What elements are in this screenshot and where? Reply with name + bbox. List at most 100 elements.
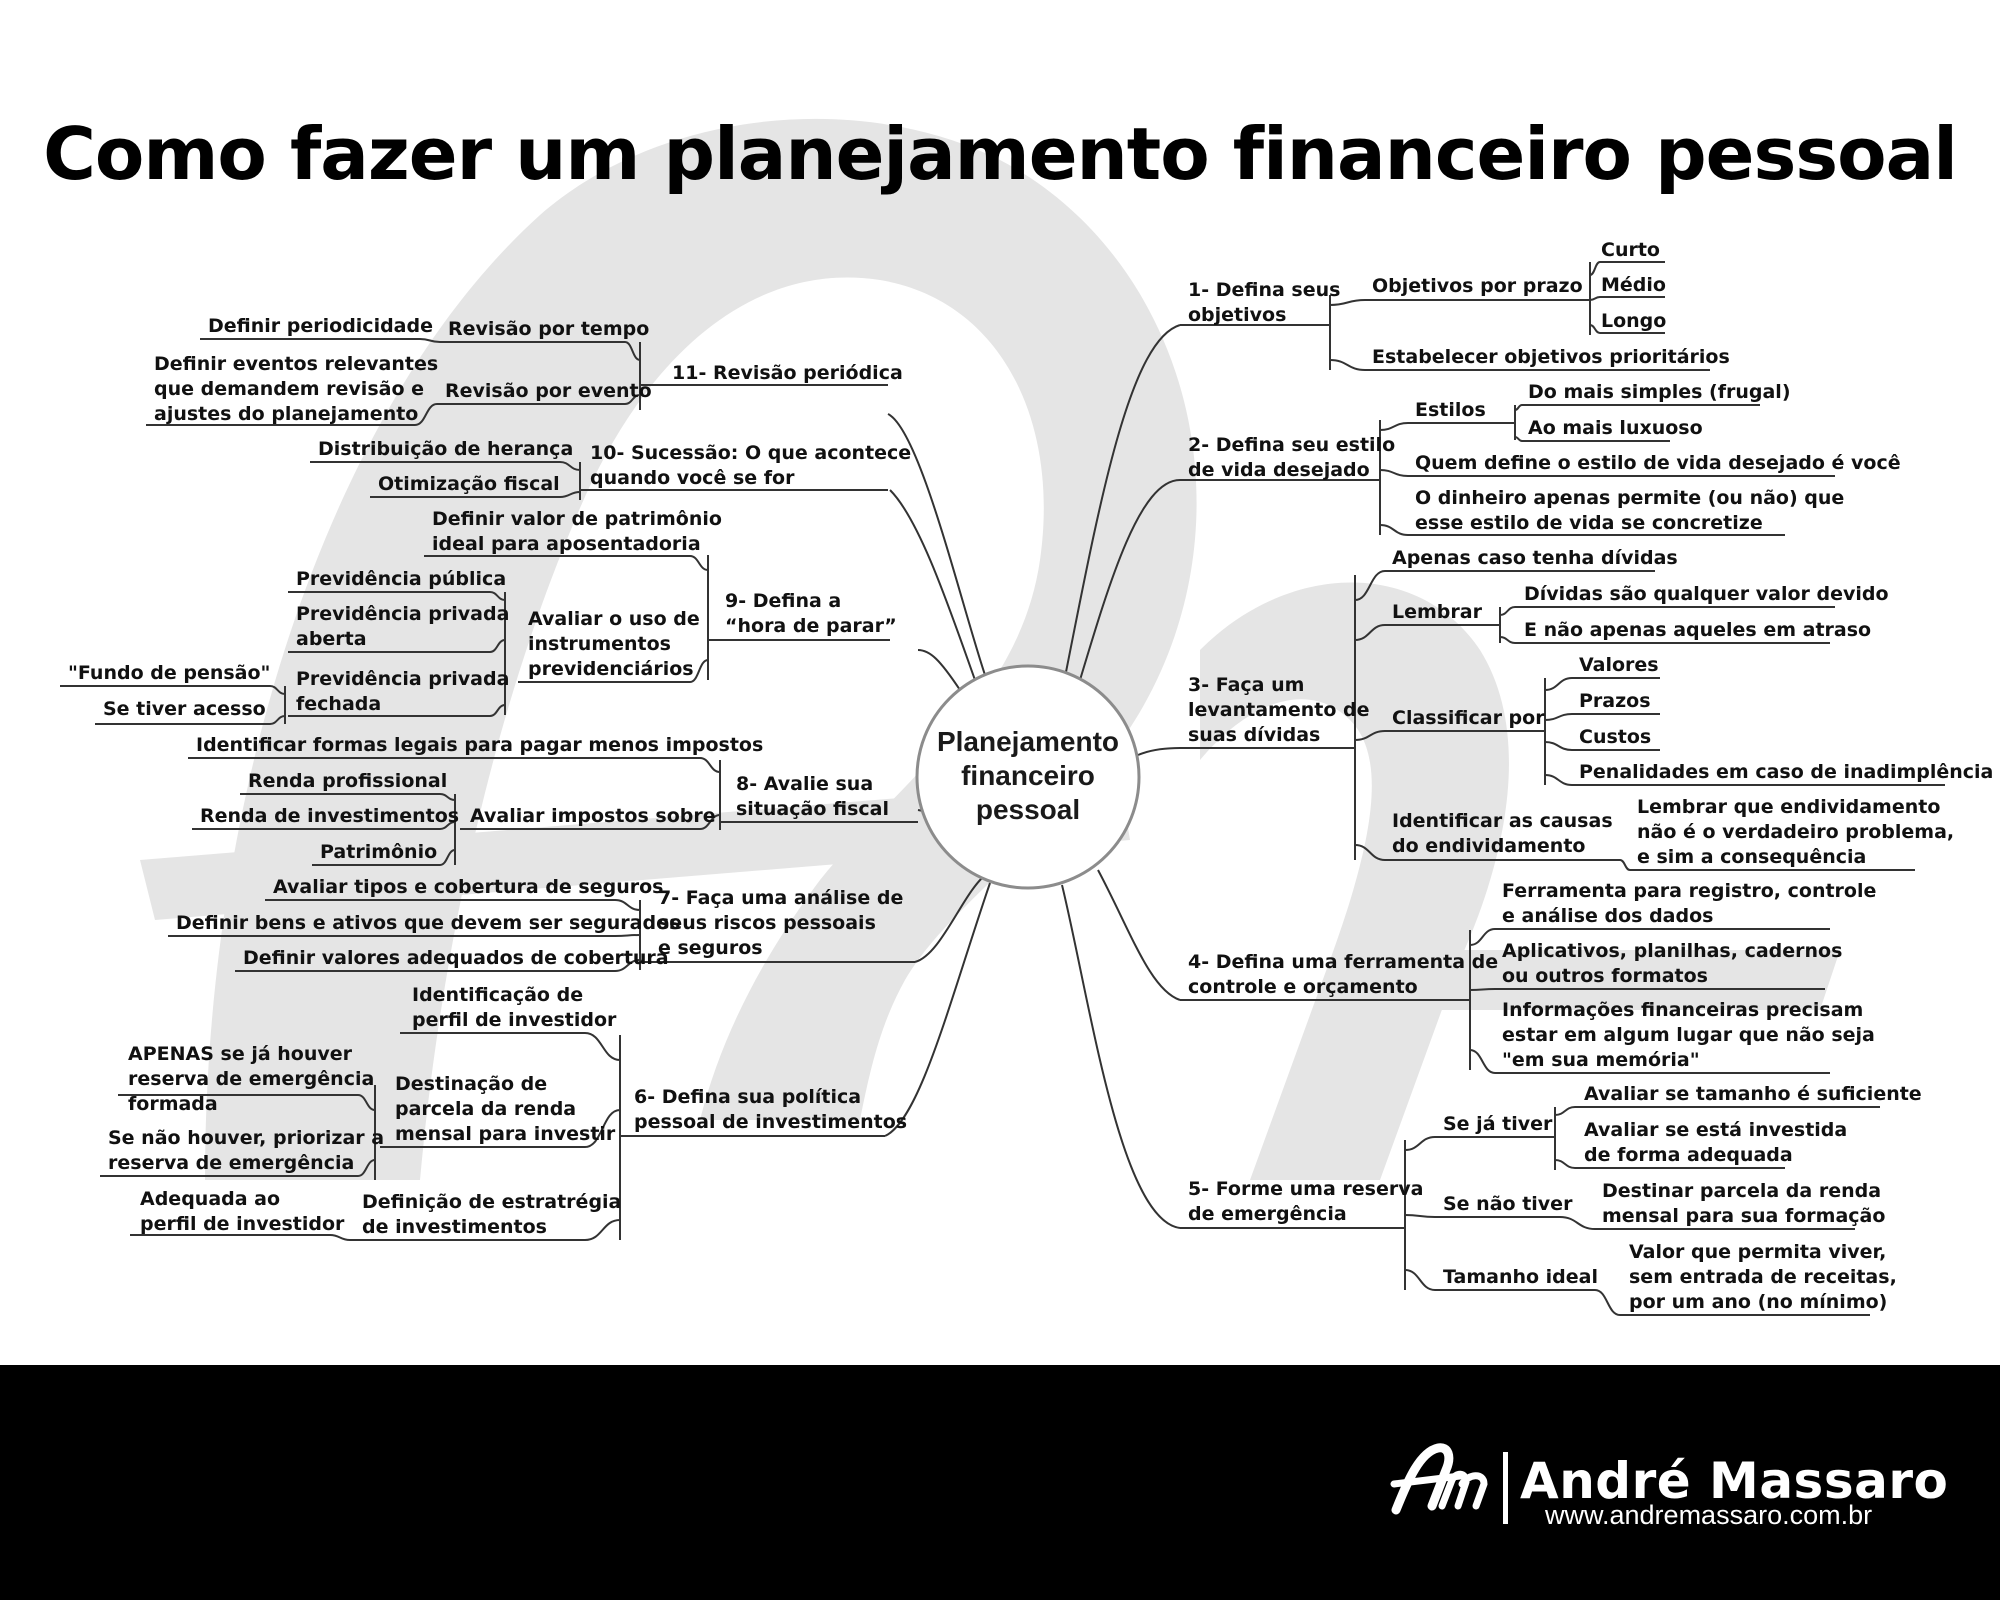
branch-4-child-aplicativos: Aplicativos, planilhas, cadernos ou outr…: [1502, 940, 1843, 987]
branch-1-label: 1- Defina seus objetivos: [1188, 279, 1341, 326]
branch-4-child-ferramenta: Ferramenta para registro, controle e aná…: [1502, 880, 1877, 927]
connector-line-5: [887, 413, 986, 676]
branch-9-fechada-fundo: "Fundo de pensão": [68, 662, 271, 684]
connector-line-115: [699, 814, 721, 830]
connector-line-41: [1354, 624, 1386, 641]
branch-3-classificar-custos: Custos: [1579, 726, 1652, 748]
connector-line-99: [357, 1159, 376, 1177]
connector-line-107: [614, 934, 641, 937]
logo-divider: [1503, 1452, 1508, 1524]
connector-line-113: [699, 757, 721, 773]
connector-line-122: [439, 849, 456, 866]
branch-2-child-dinheiro: O dinheiro apenas permite (ou não) que e…: [1415, 487, 1845, 534]
connector-line-146: [559, 491, 581, 498]
branch-1-child-prioritarios: Estabelecer objetivos prioritários: [1372, 346, 1730, 368]
branch-7-child-definir-bens: Definir bens e ativos que devem ser segu…: [176, 912, 681, 934]
branch-1-child-prazo: Objetivos por prazo: [1372, 275, 1583, 297]
connector-line-10: [884, 882, 991, 1137]
branch-3-classificar-valores: Valores: [1579, 654, 1659, 676]
page-title: Como fazer um planejamento financeiro pe…: [43, 112, 1958, 196]
branch-3-child-apenas-caso: Apenas caso tenha dívidas: [1392, 547, 1678, 569]
branch-6-label: 6- Defina sua política pessoal de invest…: [634, 1086, 908, 1133]
branch-5-child-se-ja-tiver: Se já tiver: [1443, 1113, 1553, 1135]
branch-9-previdencia-aberta: Previdência privada aberta: [296, 603, 510, 650]
connector-line-43: [1354, 730, 1386, 741]
branch-3-classificar-prazos: Prazos: [1579, 690, 1651, 712]
watermark-stroke-a: [205, 118, 1197, 1181]
branch-2-estilos-luxuoso: Ao mais luxuoso: [1528, 417, 1703, 439]
connector-line-65: [1469, 928, 1496, 946]
connector-line-20: [1589, 296, 1601, 301]
branch-3-lembrar-atraso: E não apenas aqueles em atraso: [1524, 619, 1872, 641]
watermark-stroke-d: [1380, 950, 1840, 1010]
branch-8-impostos-patrimonio: Patrimônio: [320, 841, 438, 863]
connector-line-138: [269, 685, 286, 695]
branch-5-ja-tiver-investida: Avaliar se está investida de forma adequ…: [1584, 1119, 1848, 1166]
connector-line-57: [1544, 741, 1573, 751]
branch-9-child-avaliar-uso: Avaliar o uso de instrumentos previdenci…: [528, 608, 700, 680]
connector-line-131: [489, 591, 506, 601]
connector-line-9: [914, 877, 983, 963]
branch-6-destinacao-se-nao: Se não houver, priorizar a reserva de em…: [108, 1127, 385, 1174]
branch-2-label: 2- Defina seu estilo de vida desejado: [1188, 434, 1396, 481]
branch-8-child-identificar-formas: Identificar formas legais para pagar men…: [196, 734, 764, 756]
connector-line-1: [1079, 479, 1181, 681]
branch-6-child-destinacao: Destinação de parcela da renda mensal pa…: [395, 1073, 616, 1145]
branch-11-tempo-periodicidade: Definir periodicidade: [208, 315, 433, 337]
connector-line-94: [584, 1219, 621, 1241]
connector-line-3: [1097, 869, 1181, 1001]
connector-line-6: [889, 489, 976, 681]
connector-line-77: [1404, 1269, 1436, 1291]
connector-line-55: [1544, 713, 1573, 721]
branch-5-nao-tiver-destinar: Destinar parcela da renda mensal para su…: [1602, 1180, 1886, 1227]
branch-3-child-causas: Identificar as causas do endividamento: [1392, 810, 1613, 857]
brand-site: www.andremassaro.com.br: [1545, 1500, 1873, 1530]
branch-8-child-avaliar-impostos: Avaliar impostos sobre: [470, 805, 716, 827]
branch-9-previdencia-publica: Previdência pública: [296, 568, 507, 590]
connector-line-33: [1514, 404, 1523, 411]
connector-line-18: [1589, 261, 1601, 276]
connector-line-45: [1354, 844, 1386, 861]
connector-line-80: [1554, 1106, 1576, 1116]
connector-line-156: [414, 403, 438, 426]
branch-5-label: 5- Forme uma reserva de emergência: [1188, 1178, 1424, 1225]
connector-line-73: [1404, 1136, 1436, 1151]
branch-11-child-revisao-tempo: Revisão por tempo: [448, 318, 650, 340]
brand-name: André Massaro: [1520, 1452, 1949, 1510]
branch-11-evento-detail: Definir eventos relevantes que demandem …: [154, 353, 439, 425]
branch-10-child-otimizacao: Otimização fiscal: [378, 473, 560, 495]
branch-10-label: 10- Sucessão: O que acontece quando você…: [590, 442, 912, 489]
connector-lines: [60, 261, 1945, 1316]
branch-8-impostos-renda-investimentos: Renda de investimentos: [200, 805, 460, 827]
connector-line-75: [1404, 1214, 1436, 1218]
connector-line-26: [1379, 422, 1409, 431]
connector-line-118: [439, 793, 456, 801]
connector-line-61: [1619, 859, 1631, 871]
connector-line-7: [917, 649, 961, 691]
branch-5-child-se-nao-tiver: Se não tiver: [1443, 1193, 1573, 1215]
branch-2-estilos-simples: Do mais simples (frugal): [1528, 381, 1791, 403]
connector-line-82: [1554, 1159, 1576, 1169]
center-node-label: Planejamento financeiro pessoal: [936, 726, 1120, 825]
branch-6-destinacao-apenas: APENAS se já houver reserva de emergênci…: [128, 1043, 375, 1115]
branch-1-prazo-curto: Curto: [1601, 239, 1660, 261]
connector-line-105: [614, 899, 641, 911]
branch-1-prazo-medio: Médio: [1601, 274, 1666, 296]
connector-line-2: [1137, 747, 1181, 756]
connector-line-86: [1594, 1289, 1621, 1316]
branch-9-previdencia-fechada: Previdência privada fechada: [296, 668, 510, 715]
watermark-stroke-b: [140, 780, 1130, 920]
connector-line-144: [559, 461, 581, 471]
connector-line-150: [624, 341, 641, 361]
connector-line-152: [624, 394, 641, 405]
branch-1-prazo-longo: Longo: [1601, 310, 1667, 332]
branch-4-label: 4- Defina uma ferramenta de controle e o…: [1188, 951, 1499, 998]
branch-3-label: 3- Faça um levantamento de suas dívidas: [1188, 674, 1370, 746]
branch-7-label: 7- Faça uma análise de seus riscos pesso…: [658, 887, 904, 959]
connector-line-0: [1065, 324, 1181, 673]
branch-6-child-identificacao: Identificação de perfil de investidor: [412, 984, 617, 1031]
connector-line-4: [1061, 884, 1181, 1229]
